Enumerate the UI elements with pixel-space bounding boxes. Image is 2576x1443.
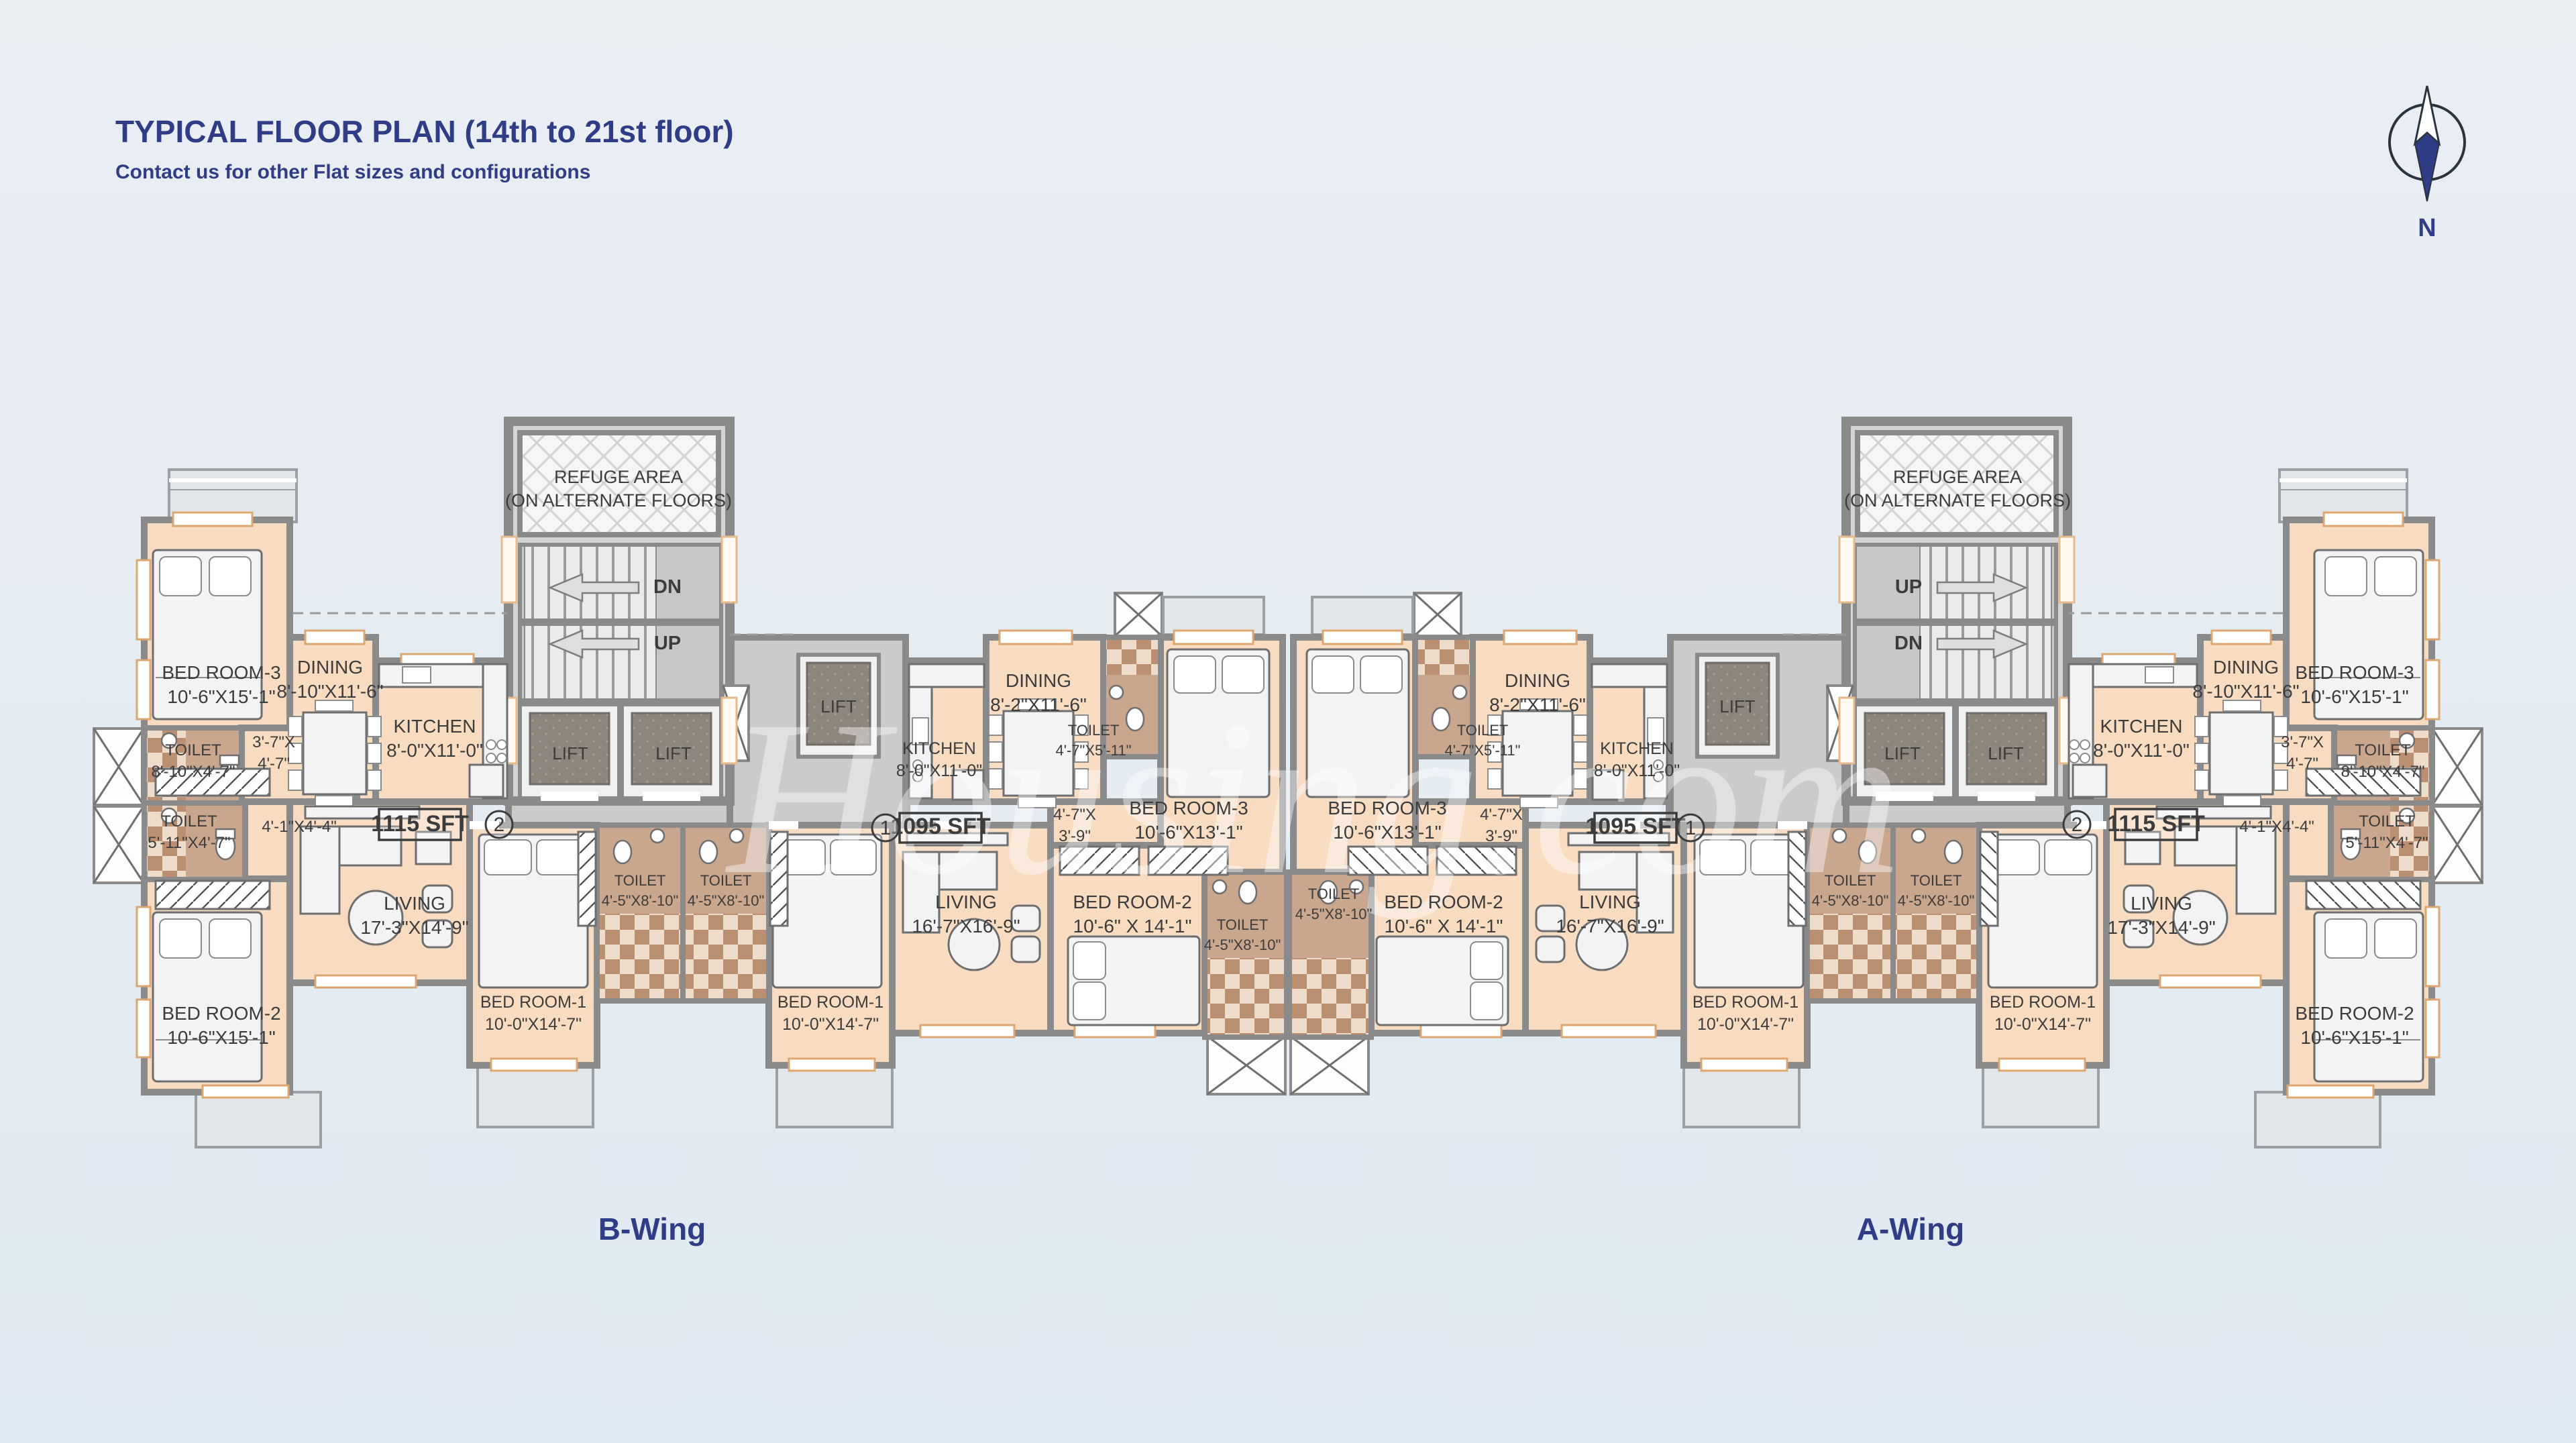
area-box [378, 808, 462, 841]
page-title: TYPICAL FLOOR PLAN (14th to 21st floor) [115, 114, 734, 149]
room-label: LIFT [820, 696, 857, 716]
area-box [1593, 812, 1678, 844]
room-label: UP [1895, 576, 1922, 598]
room-label: 4'-1"X4'-4" [2239, 818, 2314, 836]
unit-number-circle [2062, 810, 2092, 839]
area-box-label: 1095 SFT [1585, 814, 1686, 839]
area-box-label: 1115 SFT [371, 811, 469, 837]
page-subtitle: Contact us for other Flat sizes and conf… [115, 161, 590, 183]
room-label: LIFT [552, 743, 588, 763]
unit-number-label: 1 [880, 817, 892, 839]
area-box-label: 1095 SFT [890, 814, 991, 839]
area-box-label: 1115 SFT [2107, 811, 2205, 837]
room-label: REFUGE AREA(ON ALTERNATE FLOORS) [505, 467, 732, 511]
b-wing-label: B-Wing [598, 1212, 706, 1246]
unit-number-label: 1 [1685, 817, 1697, 839]
compass-north-label: N [2418, 214, 2436, 242]
unit-number-circle [484, 810, 514, 839]
unit-number-circle [1676, 813, 1705, 843]
room-label: UP [654, 633, 681, 654]
room-label: DN [1894, 633, 1923, 654]
room-label: LIFT [1719, 696, 1756, 716]
room-label: LIFT [1884, 743, 1921, 763]
room-label: DN [653, 576, 682, 598]
room-label: LIFT [1988, 743, 2024, 763]
room-label: REFUGE AREA(ON ALTERNATE FLOORS) [1844, 467, 2071, 511]
watermark-text: Housing.com [724, 676, 1902, 920]
compass-icon: N [2388, 85, 2466, 242]
room-label: 4'-1"X4'-4" [262, 818, 337, 836]
unit-number-circle [871, 813, 900, 843]
unit-number-label: 2 [494, 814, 505, 836]
area-box [898, 812, 983, 844]
unit-number-label: 2 [2072, 814, 2083, 836]
area-box [2114, 808, 2198, 841]
a-wing-label: A-Wing [1857, 1212, 1965, 1246]
room-label: LIFT [655, 743, 692, 763]
